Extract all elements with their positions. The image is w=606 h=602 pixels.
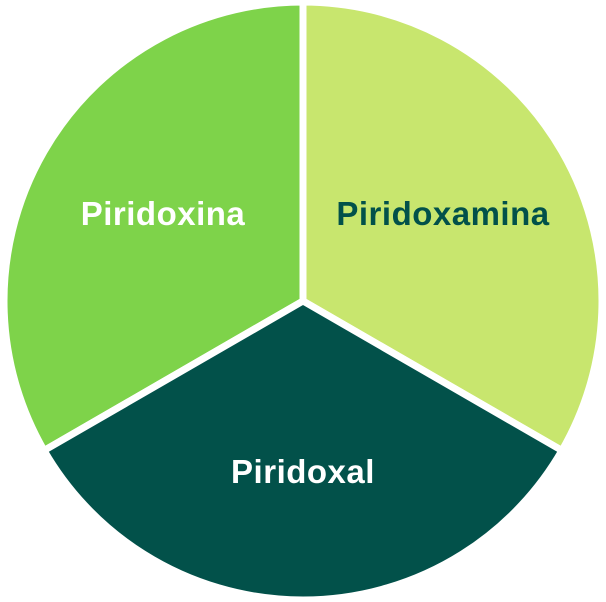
slice-piridoxamina — [299, 0, 606, 454]
label-piridoxal: Piridoxal — [231, 453, 375, 490]
slice-piridoxal — [40, 297, 566, 602]
label-piridoxina: Piridoxina — [81, 195, 246, 232]
label-piridoxamina: Piridoxamina — [336, 195, 549, 232]
slice-piridoxina — [0, 0, 307, 454]
